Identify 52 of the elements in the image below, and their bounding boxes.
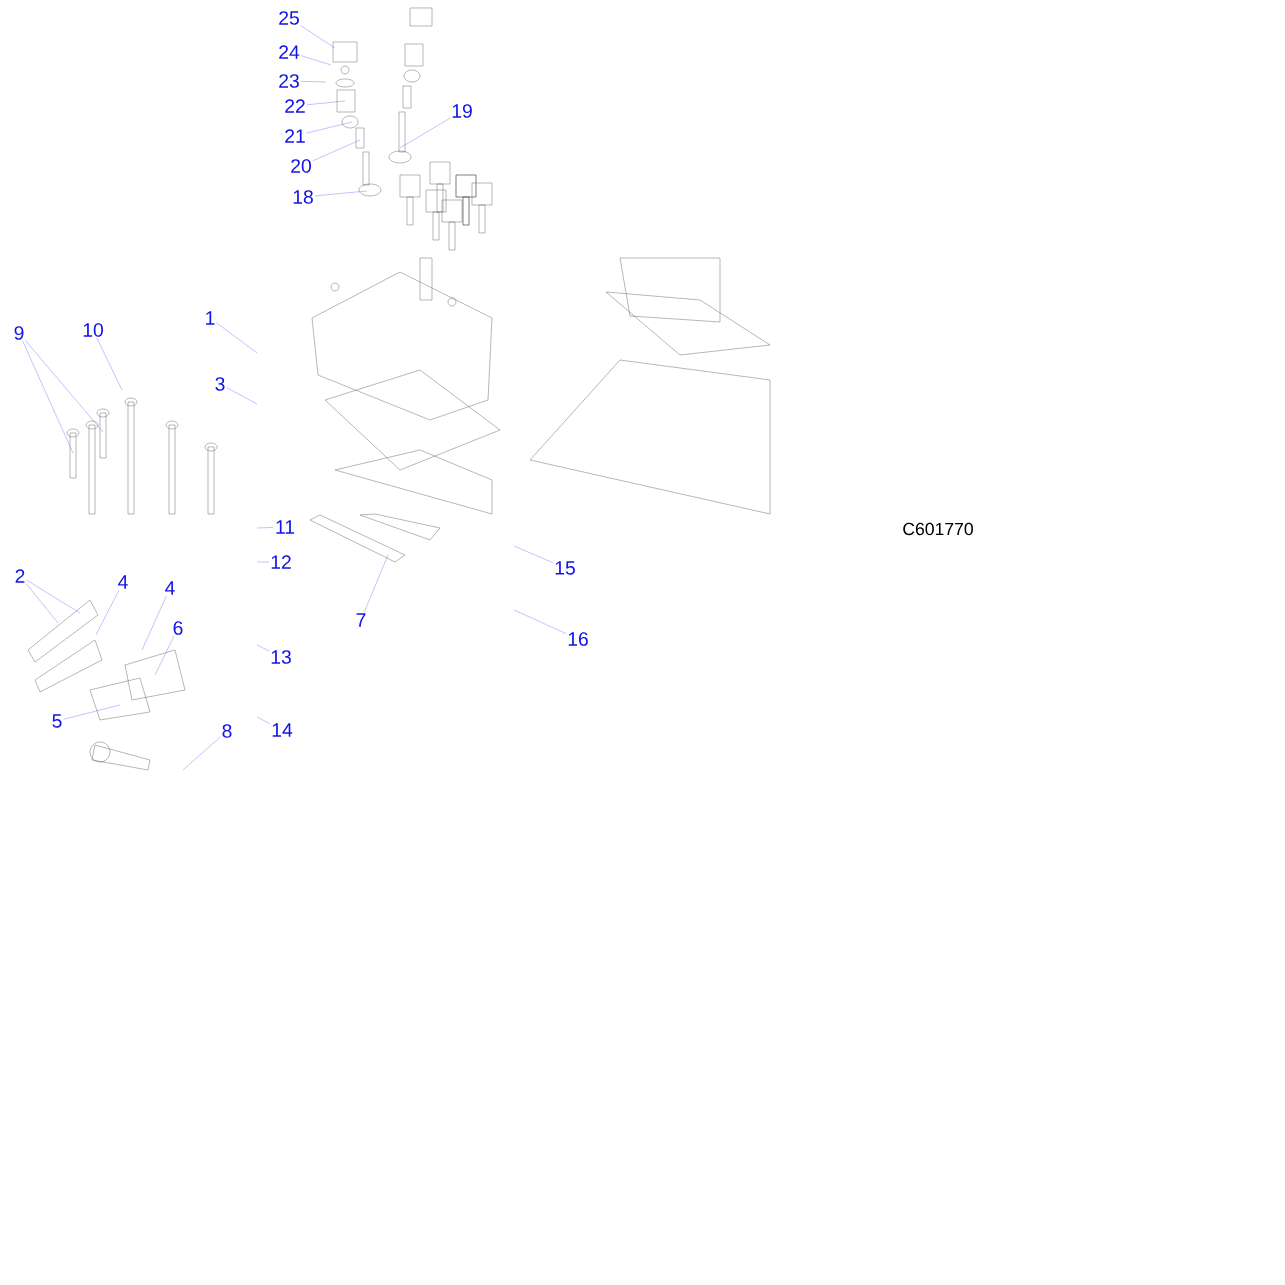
leader-line [96,337,123,391]
leader-line [154,635,175,676]
leader-line [256,527,274,529]
callout-number: 25 [279,11,299,25]
leader-line [306,100,346,105]
callout-number: 9 [14,326,24,340]
callout-number: 13 [271,650,291,664]
callout-number: 8 [222,724,232,738]
drawing-number: C601770 [903,522,973,536]
callout-number: 10 [83,323,103,337]
callout-number: 11 [276,520,295,534]
callout-number: 20 [291,159,311,173]
callout-number: 1 [206,311,215,325]
leader-line [300,55,332,66]
leader-line [513,545,554,564]
callout-number: 16 [568,632,588,646]
leader-line [300,81,327,83]
leader-line [25,340,104,433]
callout-number: 4 [118,575,128,589]
leader-line [22,340,74,454]
callout-number: 6 [173,621,183,635]
leader-line [226,387,258,405]
leader-line [312,139,361,161]
callout-number: 2 [15,569,25,583]
leader-line [513,609,567,634]
callout-number: 22 [285,99,305,113]
leader-line [300,25,336,49]
callout-number: 4 [165,581,175,595]
leader-line [314,190,368,197]
leader-line [182,736,221,771]
leader-line [256,716,271,725]
leader-line [95,589,120,636]
leader-line [256,644,270,652]
leader-line [306,121,353,134]
callout-number: 24 [279,45,300,59]
callout-number: 19 [452,104,472,118]
callout-number: 7 [356,613,366,627]
leader-line [399,117,451,149]
leader-line [26,579,81,614]
callout-number: 21 [285,129,305,143]
leader-line [26,583,59,624]
leader-line [63,704,121,720]
leader-line [141,595,167,651]
callout-number: 14 [272,723,293,737]
callout-number: 23 [279,74,299,88]
callout-number: 5 [52,714,62,728]
leader-line [216,322,258,354]
callout-number: 15 [555,561,575,575]
leader-line [364,554,389,613]
callout-number: 18 [293,190,313,204]
callout-number: 12 [271,555,291,569]
callout-number: 3 [215,377,225,391]
